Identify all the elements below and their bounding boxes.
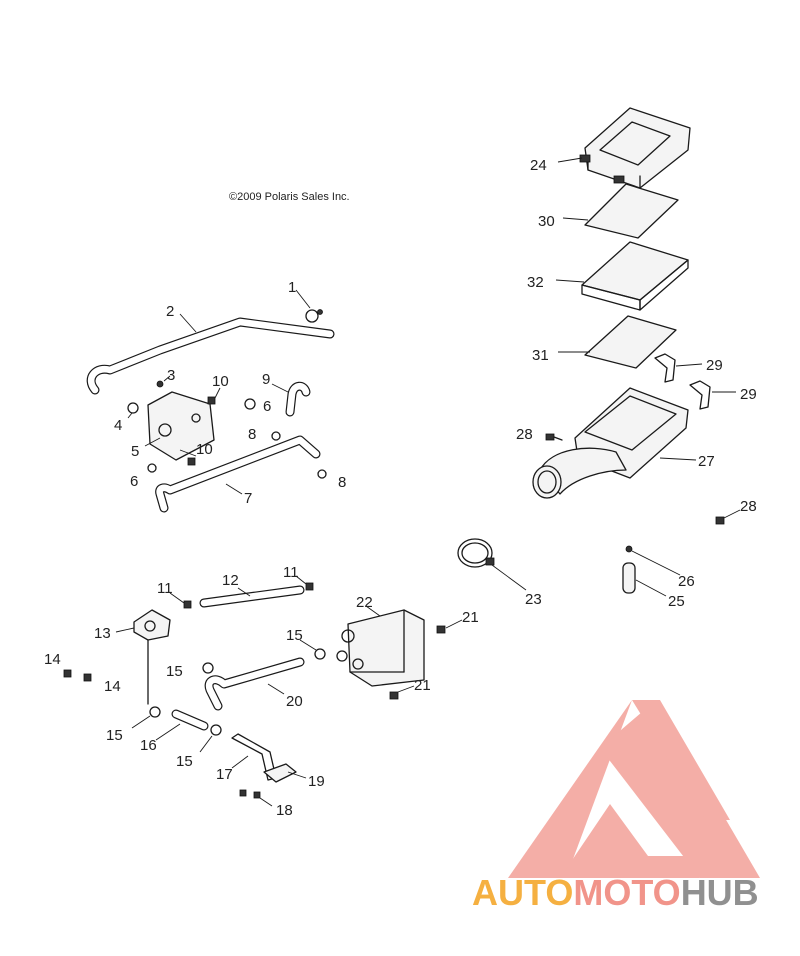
watermark-text: AUTOMOTOHUB <box>472 872 759 913</box>
callout-11-b: 11 <box>283 564 299 581</box>
part-29-clip-upper <box>654 353 676 383</box>
part-8-clamp-b <box>317 469 327 479</box>
watermark-logo <box>508 700 760 878</box>
callout-32: 32 <box>527 274 544 291</box>
part-5-bracket <box>147 391 215 461</box>
part-27-airbox <box>532 387 689 499</box>
part-14-screw-b <box>83 673 92 682</box>
callout-19: 19 <box>308 773 325 790</box>
callout-26: 26 <box>678 573 695 590</box>
callout-22: 22 <box>356 594 373 611</box>
callout-10-b: 10 <box>196 441 213 458</box>
part-19-flange <box>263 763 297 783</box>
callout-17: 17 <box>216 766 233 783</box>
callout-30: 30 <box>538 213 555 230</box>
callout-10-a: 10 <box>212 373 229 390</box>
part-9-elbow-hose <box>285 381 311 417</box>
part-16-hose <box>171 709 209 731</box>
watermark-text-auto: AUTO <box>472 872 573 913</box>
part-2-hose <box>86 317 335 395</box>
callout-5: 5 <box>131 443 139 460</box>
callout-25: 25 <box>668 593 685 610</box>
part-18-bolt-b <box>253 791 261 799</box>
callout-15-b: 15 <box>166 663 183 680</box>
callout-21-b: 21 <box>414 677 431 694</box>
part-6-clamp-a <box>244 398 256 410</box>
part-26-drain-plug <box>625 545 633 553</box>
callout-12: 12 <box>222 572 239 589</box>
callout-29-b: 29 <box>740 386 757 403</box>
callout-24: 24 <box>530 157 547 174</box>
copyright-text: ©2009 Polaris Sales Inc. <box>229 191 350 203</box>
callout-2: 2 <box>166 303 174 320</box>
part-11-cap-a <box>183 600 192 609</box>
callout-18: 18 <box>276 802 293 819</box>
callout-20: 20 <box>286 693 303 710</box>
part-12-tube <box>199 585 305 608</box>
callout-28-a: 28 <box>516 426 533 443</box>
part-30-screen <box>584 183 679 239</box>
part-18-bolt-a <box>239 789 247 797</box>
callout-1: 1 <box>288 279 296 296</box>
part-24-airbox-lid <box>579 107 691 189</box>
part-6-clamp-b <box>147 463 157 473</box>
part-3-nut <box>156 380 164 388</box>
part-14-screw-a <box>63 669 72 678</box>
part-15-clamp-b <box>202 662 214 674</box>
part-10-bolt-b <box>187 457 196 466</box>
callout-27: 27 <box>698 453 715 470</box>
callout-13: 13 <box>94 625 111 642</box>
part-15-clamp-d <box>210 724 222 736</box>
callout-14-b: 14 <box>104 678 121 695</box>
part-15-clamp-a <box>149 706 161 718</box>
callout-21-a: 21 <box>462 609 479 626</box>
callout-8-a: 8 <box>248 426 256 443</box>
part-22-box <box>336 609 425 687</box>
callout-23: 23 <box>525 591 542 608</box>
part-21-screw-a <box>436 625 446 634</box>
part-8-clamp-a <box>271 431 281 441</box>
callout-6-a: 6 <box>263 398 271 415</box>
part-1-clamp <box>305 309 323 323</box>
callout-16: 16 <box>140 737 157 754</box>
part-29-clip-lower <box>689 380 711 410</box>
part-23-clamp <box>457 538 495 568</box>
part-21-screw-b <box>389 691 399 700</box>
part-20-hose <box>204 657 305 711</box>
callout-11-a: 11 <box>157 580 173 597</box>
part-28-screw-b <box>715 516 725 525</box>
watermark-text-moto: MOTO <box>573 872 680 913</box>
part-7-hose <box>155 435 321 513</box>
callout-31: 31 <box>532 347 549 364</box>
callout-9: 9 <box>262 371 270 388</box>
part-32-air-filter <box>581 241 689 311</box>
callout-28-b: 28 <box>740 498 757 515</box>
callout-6-b: 6 <box>130 473 138 490</box>
watermark-text-hub: HUB <box>681 872 759 913</box>
part-15-clamp-c <box>314 648 326 660</box>
callout-7: 7 <box>244 490 252 507</box>
callout-4: 4 <box>114 417 122 434</box>
part-25-drain-tube <box>622 562 636 594</box>
part-4-clamp <box>127 402 139 414</box>
part-31-gasket <box>584 315 677 369</box>
callout-29-a: 29 <box>706 357 723 374</box>
part-13-valve <box>133 609 171 705</box>
callout-15-a: 15 <box>106 727 123 744</box>
callout-3: 3 <box>167 367 175 384</box>
part-10-bolt-a <box>207 396 216 405</box>
callout-15-d: 15 <box>176 753 193 770</box>
callout-14-a: 14 <box>44 651 61 668</box>
part-28-screw-a <box>545 433 563 441</box>
part-11-cap-b <box>305 582 314 591</box>
callout-15-c: 15 <box>286 627 303 644</box>
callout-8-b: 8 <box>338 474 346 491</box>
